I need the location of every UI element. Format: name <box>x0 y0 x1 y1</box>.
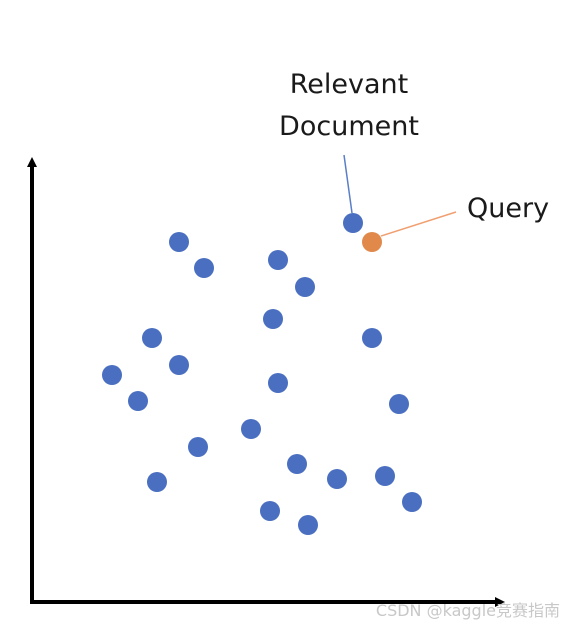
document-point <box>128 391 148 411</box>
document-point <box>241 419 261 439</box>
document-point <box>263 309 283 329</box>
document-point <box>362 328 382 348</box>
relevant-document-label-line2: Document <box>279 111 419 142</box>
document-point <box>169 232 189 252</box>
document-point <box>389 394 409 414</box>
document-point <box>295 277 315 297</box>
document-point <box>402 492 422 512</box>
document-points <box>102 232 422 535</box>
document-point <box>268 250 288 270</box>
document-point <box>298 515 318 535</box>
document-point <box>169 355 189 375</box>
document-point <box>188 437 208 457</box>
watermark: CSDN @kaggle竞赛指南 <box>376 601 560 620</box>
query-leader-line <box>380 211 457 237</box>
query-point <box>362 232 382 252</box>
query-label: Query <box>467 193 549 224</box>
document-point <box>194 258 214 278</box>
document-point <box>327 469 347 489</box>
document-point <box>287 454 307 474</box>
document-point <box>260 501 280 521</box>
document-point <box>375 466 395 486</box>
relevant-document-label-line1: Relevant <box>290 69 409 100</box>
relevant-document-point <box>343 213 363 233</box>
document-point <box>147 472 167 492</box>
document-point <box>142 328 162 348</box>
relevant-document-leader-line <box>343 154 353 214</box>
document-point <box>268 373 288 393</box>
document-point <box>102 365 122 385</box>
